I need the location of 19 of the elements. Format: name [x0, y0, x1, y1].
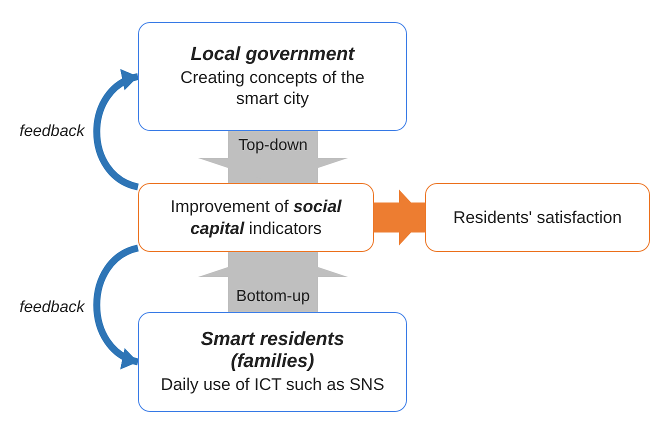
edge-label: feedback	[20, 123, 84, 141]
block-arrow	[198, 252, 348, 312]
block-arrow	[374, 190, 425, 246]
box-text: Residents' satisfaction	[453, 206, 622, 228]
box-heading: Smart residents (families)	[200, 328, 346, 374]
box-heading: Local government	[190, 44, 354, 67]
rounded-box	[138, 312, 407, 412]
rounded-box	[138, 183, 374, 252]
rounded-box	[138, 22, 407, 131]
curved-arrow	[93, 71, 140, 190]
edge-label: Bottom-up	[236, 288, 310, 306]
box-text: Improvement of social capital indicators	[169, 196, 343, 239]
edge-label: Top-down	[238, 137, 308, 155]
box-text: Creating concepts of the smart city	[179, 66, 366, 110]
rounded-box	[425, 183, 650, 252]
box-text: Daily use of ICT such as SNS	[160, 374, 384, 396]
edge-label: feedback	[20, 299, 84, 317]
block-arrow	[198, 131, 348, 183]
curved-arrow	[93, 244, 140, 368]
